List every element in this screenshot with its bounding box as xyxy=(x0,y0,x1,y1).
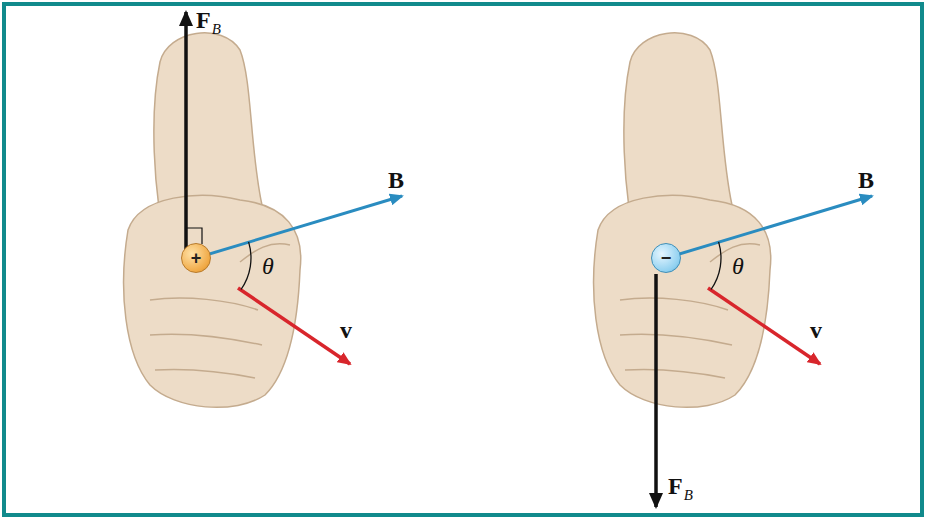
force-subscript: B xyxy=(684,488,693,503)
velocity-label: v xyxy=(810,318,822,342)
frame xyxy=(4,4,922,515)
positive-charge: + xyxy=(181,243,211,273)
force-label: F xyxy=(196,8,211,32)
charge-sign: − xyxy=(661,248,672,269)
force-arrow xyxy=(184,12,188,256)
field-label: B xyxy=(858,168,874,192)
angle-label: θ xyxy=(262,254,274,278)
force-arrow xyxy=(654,274,658,507)
right-angle-mark xyxy=(186,228,202,244)
velocity-arrow xyxy=(238,288,350,364)
right-hand-left xyxy=(124,33,301,407)
force-label: F xyxy=(668,474,683,498)
force-subscript: B xyxy=(212,22,221,37)
velocity-arrow xyxy=(708,288,820,364)
angle-arc xyxy=(711,242,721,290)
field-arrow xyxy=(666,196,872,258)
angle-label: θ xyxy=(732,254,744,278)
right-hand-right xyxy=(594,33,771,407)
field-arrow xyxy=(196,196,402,258)
velocity-label: v xyxy=(340,318,352,342)
angle-arc xyxy=(241,242,251,290)
field-label: B xyxy=(388,168,404,192)
charge-sign: + xyxy=(191,248,202,269)
negative-charge: − xyxy=(651,243,681,273)
